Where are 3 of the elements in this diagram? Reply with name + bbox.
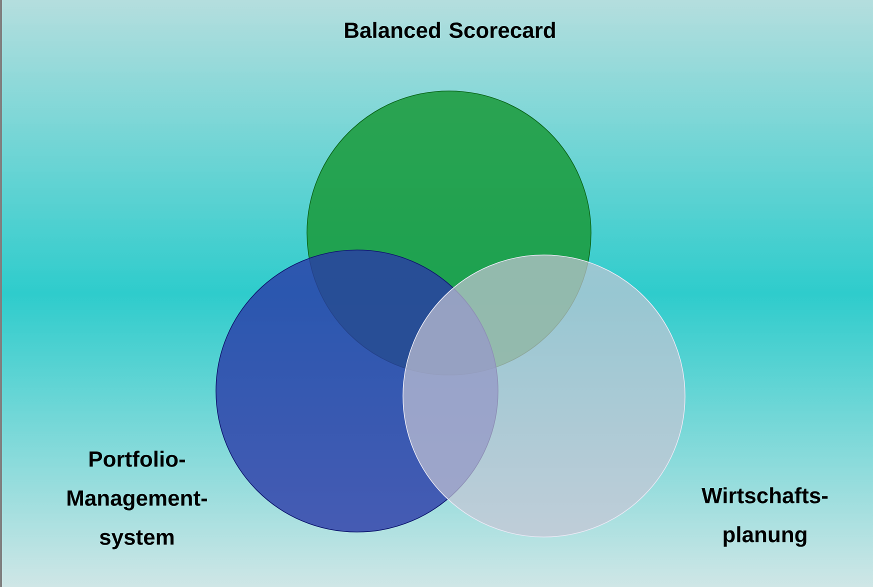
circle-label: Balanced Scorecard [345,22,555,38]
circle-label: Wirtschafts- planung [702,487,828,547]
circle-label: Portfolio- Management- system [68,450,208,550]
